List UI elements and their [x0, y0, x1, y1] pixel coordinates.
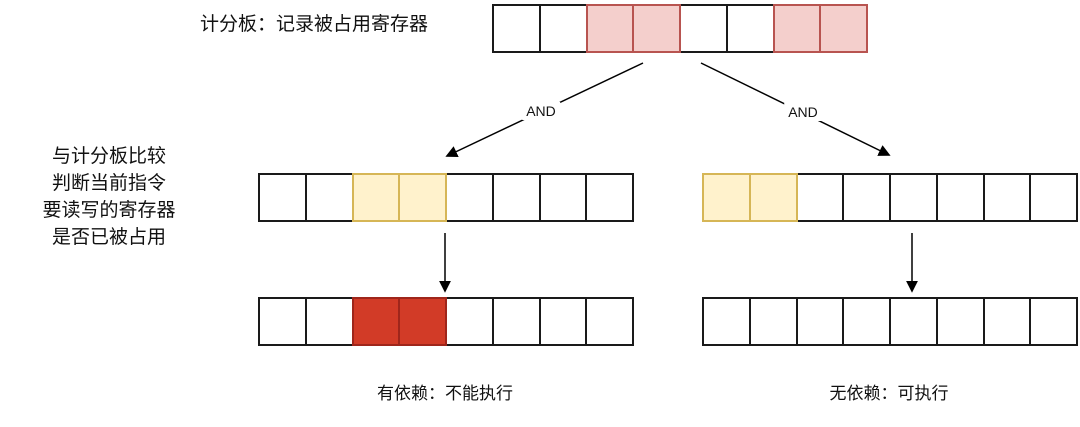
register-cell-conflict [398, 297, 447, 346]
register-cell-empty [304, 297, 354, 346]
register-cell-operand [702, 173, 751, 222]
register-cell-empty [702, 297, 751, 346]
register-cell-empty [679, 4, 728, 53]
register-cell-empty [935, 297, 985, 346]
left-result-register-row [258, 297, 634, 346]
register-cell-empty [492, 4, 541, 53]
register-cell-empty [445, 173, 494, 222]
register-cell-empty [585, 173, 634, 222]
register-cell-operand [351, 173, 401, 222]
register-cell-operand [748, 173, 798, 222]
register-cell-empty [982, 173, 1032, 222]
register-cell-empty [491, 173, 541, 222]
register-cell-empty [1029, 173, 1078, 222]
left-result-caption: 有依赖：不能执行 [377, 384, 513, 403]
register-cell-empty [795, 297, 845, 346]
comparison-note-line: 是否已被占用 [51, 227, 166, 248]
register-cell-occupied [819, 4, 868, 53]
register-cell-empty [748, 297, 798, 346]
register-cell-empty [889, 297, 938, 346]
register-cell-operand [398, 173, 447, 222]
register-cell-empty [538, 173, 588, 222]
comparison-note-line: 要读写的寄存器 [42, 200, 176, 221]
right-result-caption: 无依赖：可执行 [829, 384, 949, 403]
scoreboard-title: 计分板：记录被占用寄存器 [200, 14, 429, 35]
register-cell-empty [1029, 297, 1078, 346]
register-cell-occupied [772, 4, 822, 53]
register-cell-empty [304, 173, 354, 222]
scoreboard-register-row [492, 4, 868, 53]
register-cell-empty [585, 297, 634, 346]
and-operator-right: AND [784, 103, 822, 121]
register-cell-occupied [585, 4, 635, 53]
register-cell-empty [889, 173, 938, 222]
register-cell-empty [842, 297, 891, 346]
left-instruction-register-row [258, 173, 634, 222]
register-cell-occupied [632, 4, 681, 53]
register-cell-empty [538, 4, 588, 53]
comparison-note-line: 判断当前指令 [51, 173, 166, 194]
register-cell-empty [795, 173, 845, 222]
register-cell-empty [842, 173, 891, 222]
right-instruction-register-row [702, 173, 1078, 222]
register-cell-empty [258, 297, 307, 346]
register-cell-empty [491, 297, 541, 346]
right-result-register-row [702, 297, 1078, 346]
register-cell-empty [538, 297, 588, 346]
register-cell-empty [935, 173, 985, 222]
register-cell-empty [982, 297, 1032, 346]
register-cell-conflict [351, 297, 401, 346]
register-cell-empty [725, 4, 775, 53]
comparison-note-line: 与计分板比较 [51, 146, 166, 167]
register-cell-empty [445, 297, 494, 346]
register-cell-empty [258, 173, 307, 222]
comparison-note: 与计分板比较 判断当前指令 要读写的寄存器 是否已被占用 [18, 143, 200, 251]
and-operator-left: AND [522, 102, 560, 120]
